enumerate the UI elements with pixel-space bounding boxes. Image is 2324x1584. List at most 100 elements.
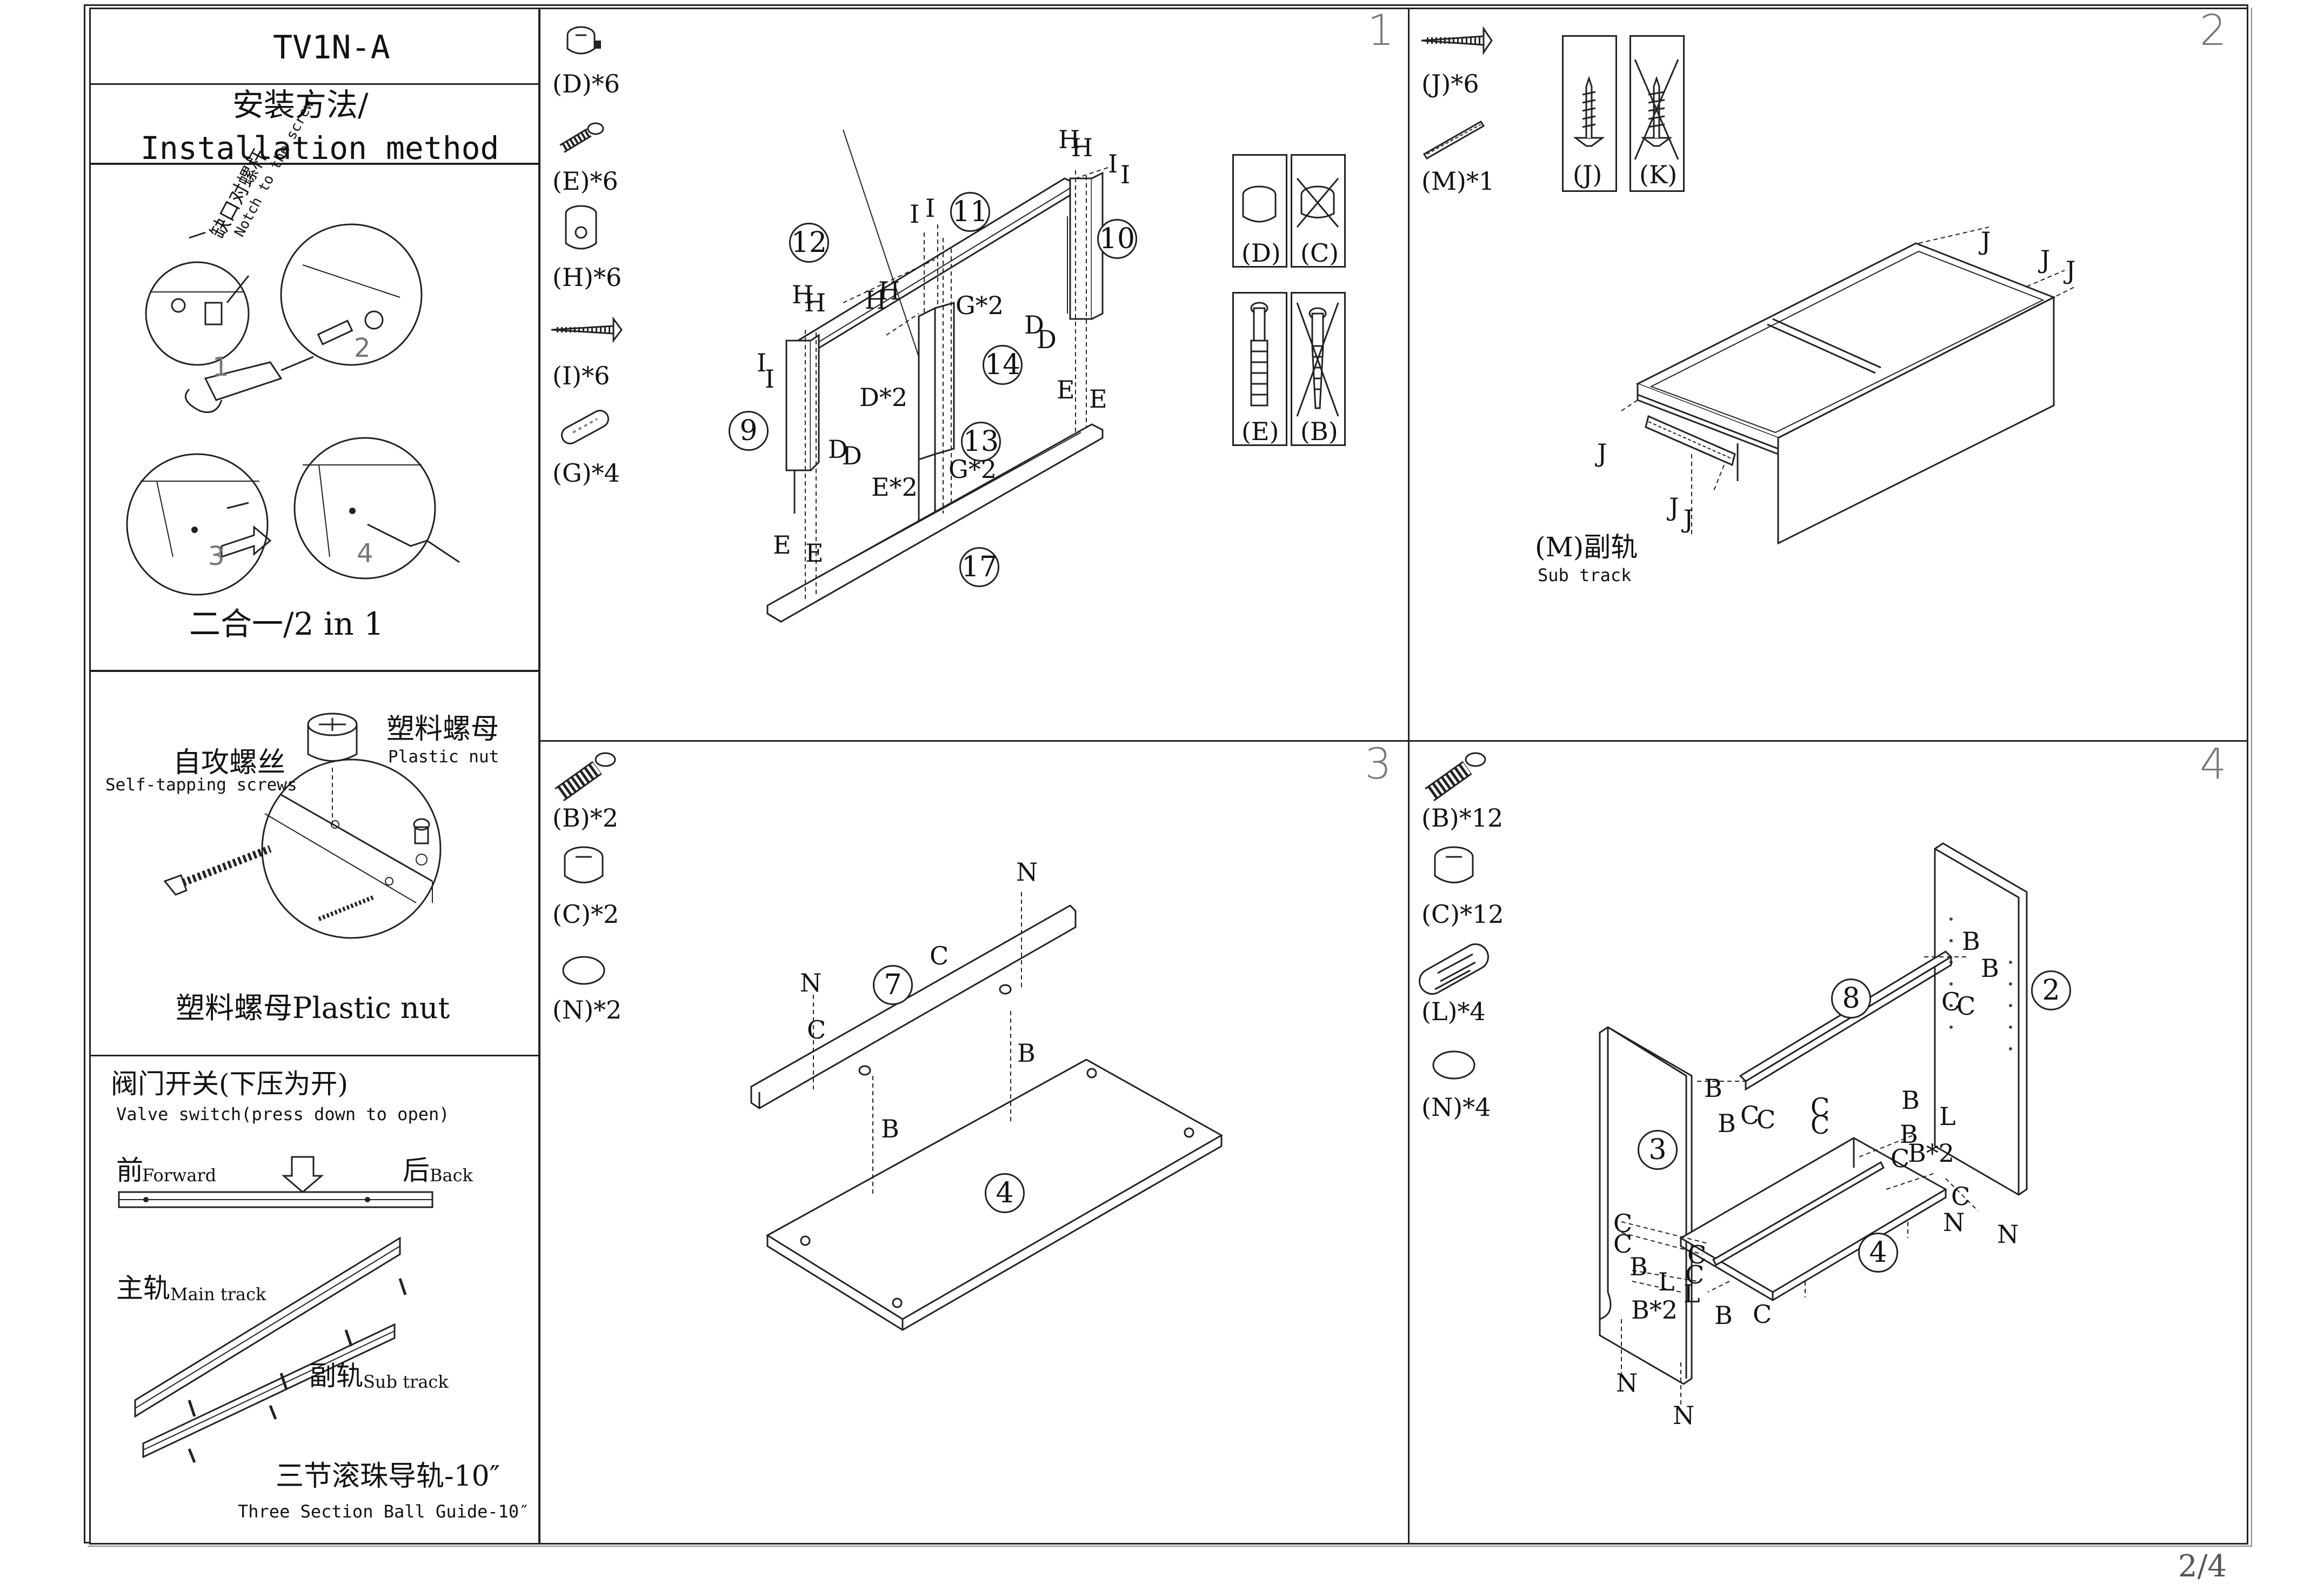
p3-label-b1: B [1017,1039,1036,1068]
compare-ok-d [1232,154,1287,268]
p4-label-4: C [1956,991,1976,1021]
p4-label-13: B [1900,1120,1918,1149]
plastic-nut-illustration [163,713,442,939]
hw-m: (M)*1 [1421,167,1495,196]
compare-bad-c [1291,154,1346,268]
dowel-g-icon [561,410,609,444]
cam-lock-d-icon [566,26,601,55]
part-8: 8 [1831,979,1871,1019]
p4-label-28: N [1673,1401,1695,1430]
p2-sub-track-en: Sub track [1538,565,1632,585]
p2-sub-track-cn: (M)副轨 [1535,531,1638,563]
part-13: 13 [961,422,1001,462]
model-code: TV1N-A [273,29,390,66]
hw-l-p4: (L)*4 [1421,997,1486,1026]
forward-label-cn: 前 [116,1155,143,1186]
p1-label-e3: E [773,530,791,560]
p2-label-j1: J [1981,227,1991,256]
p4-label-29: L [1684,1279,1700,1308]
p1-label-i1: I [1108,149,1118,178]
p3-label-c1: C [930,941,949,970]
p4-label-24: C [1685,1260,1705,1289]
hw-n-p4: (N)*4 [1421,1093,1491,1122]
method-title-cn: 安装方法/ [232,86,369,123]
panel-4-number: 4 [2200,740,2227,789]
ball-guide-label-cn: 三节滚珠导轨-10″ [276,1460,500,1493]
step-1: 1 [212,352,229,382]
two-in-one-illustration [126,223,460,596]
cam-bolt-b-icon-p4 [1425,752,1486,802]
hw-c-p4: (C)*12 [1421,900,1504,929]
part-9: 9 [729,411,769,451]
p2-label-j3: J [2066,256,2076,285]
p4-label-8: C [1757,1105,1776,1134]
ball-guide-label-en: Three Section Ball Guide-10″ [238,1501,530,1522]
p1-label-h2: H [1071,133,1093,162]
cam-bolt-b-icon [555,752,616,802]
sub-track-label-cn: 副轨 [309,1360,363,1392]
self-tap-label-cn: 自攻螺丝 [173,747,286,779]
cover-cap-n-icon [562,956,605,985]
sub-track-m-icon [1423,120,1485,160]
page-frame-shadow [88,8,2252,1547]
p4-label-16: C [1951,1182,1971,1211]
cover-cap-n-icon-p4 [1432,1050,1475,1080]
drawer-assembly [1621,227,2076,545]
valve-label-en: Valve switch(press down to open) [116,1104,450,1124]
method-cell [89,83,540,164]
hw-e: (E)*6 [552,167,618,196]
p1-label-i4: I [925,194,936,223]
part-3-p4: 3 [1638,1130,1678,1170]
p4-label-18: N [1997,1220,2019,1249]
part-12: 12 [789,223,829,263]
compare-j-k-icons [1573,59,1679,160]
panel-2-number: 2 [2200,6,2227,55]
p4-label-20: C [1613,1229,1633,1259]
cam-lock-c-icon [564,846,604,883]
p4-label-12: L [1939,1102,1956,1131]
p1-label-i5: I [757,348,767,377]
p4-label-14: B*2 [1908,1139,1955,1168]
part-17: 17 [959,547,999,587]
compare-bad-k-label: (K) [1639,160,1678,189]
self-tap-label-en: Self-tapping screws [105,775,297,795]
hw-g: (G)*4 [552,458,620,488]
p2-label-j5: J [1669,492,1679,522]
p4-label-30: C [1687,1240,1707,1269]
p4-label-22: L [1658,1267,1675,1296]
drawer-slide-illustration [118,1156,433,1463]
p4-label-6: B [1718,1109,1736,1138]
cam-lock-h-icon [565,205,597,250]
step-3: 3 [208,541,225,571]
p3-label-n2: N [800,968,822,997]
step-4: 4 [357,538,373,569]
p1-label-h4: H [804,288,826,317]
part-11: 11 [950,192,990,232]
p4-label-9: C [1811,1093,1830,1122]
compare-ok-e-label: (E) [1241,417,1279,446]
compare-e-b-icons [1250,302,1339,417]
screw-i-icon [551,316,623,343]
part-4-p4: 4 [1858,1233,1898,1273]
part-10: 10 [1097,219,1137,259]
p1-label-i6: I [765,364,775,394]
hw-i: (I)*6 [552,361,610,390]
p3-label-b2: B [881,1114,899,1143]
p2-label-j6: J [1684,504,1694,534]
p1-label-h6: H [878,276,900,305]
p4-label-25: B [1714,1301,1733,1330]
p1-label-e4: E [805,538,824,568]
p1-label-e2: E [1089,384,1107,414]
nut-label-en: Plastic nut [388,747,499,767]
hw-b-p3: (B)*2 [552,803,618,833]
compare-bad-c-label: (C) [1300,238,1339,268]
compare-ok-j-label: (J) [1573,160,1602,189]
panel-4 [1408,740,2248,1545]
p1-label-e2x: E*2 [871,472,918,502]
valve-label-cn: 阀门开关(下压为开) [111,1068,349,1100]
p4-label-11: B [1901,1086,1920,1115]
hw-j: (J)*6 [1421,69,1479,98]
p1-label-h3: H [792,280,814,309]
p1-label-d3: D [828,435,848,464]
panel-4-assembly [1599,842,2028,1406]
